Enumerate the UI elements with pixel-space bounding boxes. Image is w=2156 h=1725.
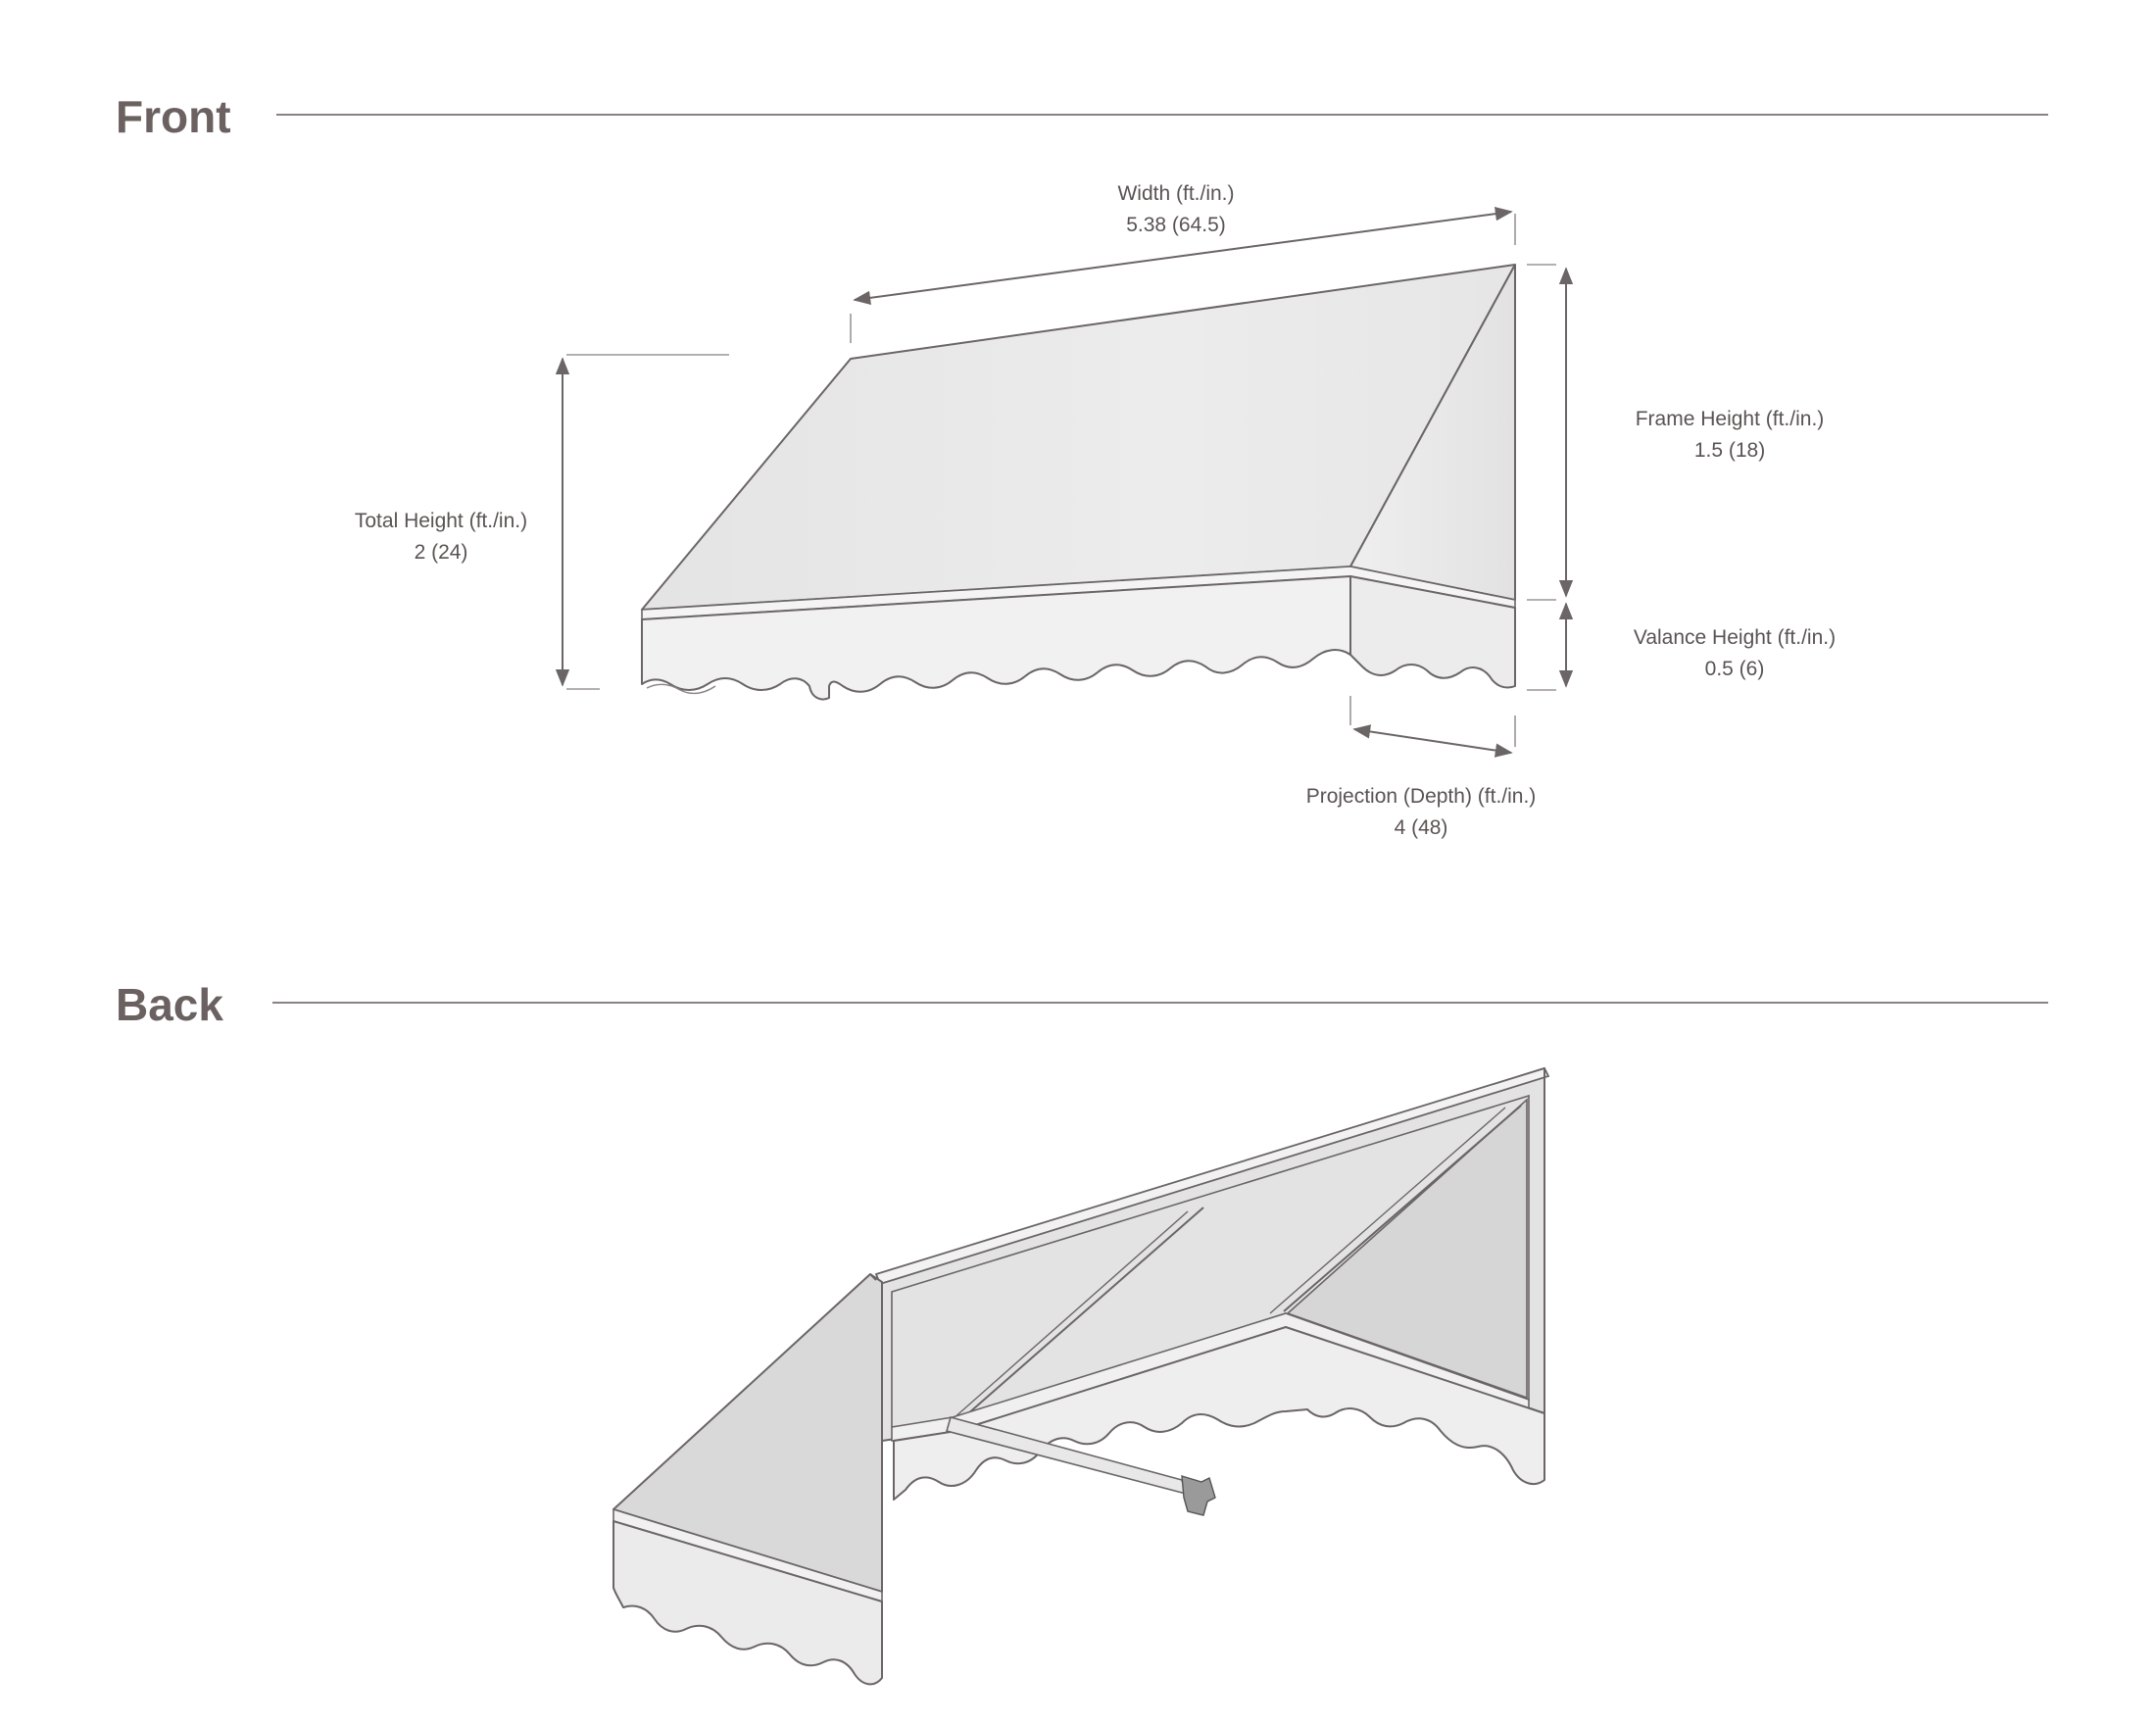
valance-height-value: 0.5 (6) xyxy=(1704,658,1765,680)
front-awning-side-valance xyxy=(1349,575,1516,689)
valance-height-dimension-label: Valance Height (ft./in.) 0.5 (6) xyxy=(1597,622,1872,685)
projection-dimension-label: Projection (Depth) (ft./in.) 4 (48) xyxy=(1274,781,1568,844)
projection-value: 4 (48) xyxy=(1394,816,1448,839)
total-height-label: Total Height (ft./in.) xyxy=(354,510,528,532)
back-section-title: Back xyxy=(116,979,223,1030)
back-awning-rear-valance xyxy=(893,1326,1545,1501)
front-section-title: Front xyxy=(116,91,231,142)
back-awning-diagonal-brace-2b xyxy=(1269,1107,1506,1314)
front-valance-inner-line xyxy=(646,683,716,695)
back-section-divider xyxy=(272,1002,2048,1004)
back-awning-left-edge xyxy=(869,1273,877,1281)
front-awning-valance xyxy=(641,575,1351,701)
frame-height-value: 1.5 (18) xyxy=(1693,439,1766,462)
width-dimension-arrow xyxy=(853,207,1513,305)
frame-height-label: Frame Height (ft./in.) xyxy=(1635,408,1825,430)
back-awning-diagonal-brace-2 xyxy=(1283,1105,1522,1312)
frame-height-dimension-label: Frame Height (ft./in.) 1.5 (18) xyxy=(1597,404,1862,467)
valance-height-label: Valance Height (ft./in.) xyxy=(1633,626,1837,649)
back-awning-left-valance xyxy=(612,1520,883,1686)
width-label: Width (ft./in.) xyxy=(1117,182,1235,205)
total-height-value: 2 (24) xyxy=(414,541,468,564)
projection-label: Projection (Depth) (ft./in.) xyxy=(1305,785,1537,808)
back-awning-arm-bracket xyxy=(1181,1475,1216,1516)
back-awning-diagonal-brace-1b xyxy=(952,1210,1189,1420)
back-awning-diagonal-brace-1 xyxy=(965,1207,1204,1416)
projection-dimension-arrow xyxy=(1352,724,1513,758)
total-height-dimension-label: Total Height (ft./in.) 2 (24) xyxy=(323,506,559,568)
front-section-divider xyxy=(276,114,2048,116)
back-awning-right-triangle xyxy=(1286,1098,1528,1400)
